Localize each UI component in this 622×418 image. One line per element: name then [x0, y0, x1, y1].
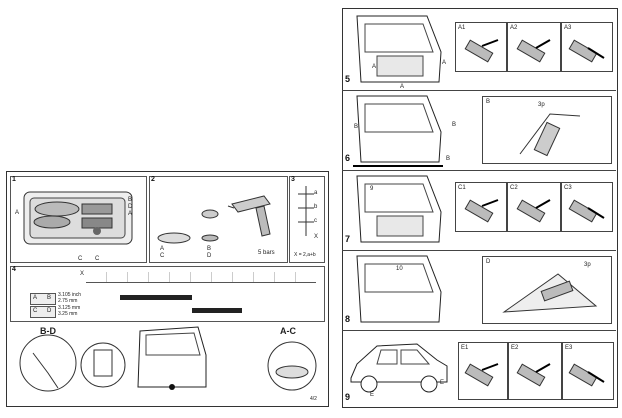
label-a: a: [314, 190, 318, 196]
label-a: A: [160, 246, 165, 252]
label-b: B: [207, 246, 212, 252]
ruler-strip: [86, 272, 316, 283]
label-x: X: [314, 234, 319, 240]
step-6-door-b2: B: [452, 122, 457, 128]
detail-circle-right: [267, 341, 317, 391]
panel-3: [289, 176, 325, 263]
formula-label: X = 2,a+b: [294, 252, 316, 258]
dim-1: 3.105 inch: [58, 292, 82, 298]
step-8-number: 8: [345, 314, 351, 324]
sub-c3: C3: [564, 185, 572, 191]
page-ref: 4/2: [310, 396, 317, 402]
row-b-label: B: [47, 295, 52, 301]
label-b: B: [128, 197, 133, 203]
nozzle-icon: [464, 363, 499, 387]
label-a2: A: [128, 211, 133, 217]
door-step-7: [356, 175, 442, 243]
angle-label: 3p: [538, 102, 545, 108]
panel-4: [10, 266, 325, 322]
sub-d: D: [486, 259, 491, 265]
door-outline: [137, 326, 207, 390]
panel-2: [149, 176, 288, 263]
nozzle-icon: [568, 199, 605, 223]
dim-2: 2.75 mm: [58, 298, 78, 304]
nozzle-angle-icon: [519, 113, 581, 157]
detail-label-b-d: B-D: [40, 326, 56, 336]
nozzle-icon: [464, 199, 499, 223]
step-5-door-a3: A: [400, 84, 405, 90]
detail-circle-mid: [80, 342, 126, 388]
step-6-number: 6: [345, 153, 351, 163]
bar-1: [120, 295, 192, 300]
label-a: A: [15, 210, 20, 216]
step-6-door-b1: B: [354, 124, 359, 130]
divider: [342, 90, 616, 91]
air-gun-and-nozzles: [157, 195, 271, 244]
label-d: D: [128, 204, 133, 210]
step-9-car-e2: E: [440, 380, 445, 386]
nozzle-icon: [516, 199, 551, 223]
row-d-label: D: [47, 308, 52, 314]
label-b: b: [314, 204, 318, 210]
row-a-label: A: [33, 295, 38, 301]
sub-b: B: [486, 99, 491, 105]
sub-e1: E1: [461, 345, 469, 351]
nozzle-icon: [516, 39, 551, 63]
step-5-number: 5: [345, 74, 351, 84]
step-7-number: 7: [345, 234, 351, 244]
label-c: C: [160, 253, 165, 259]
label-c: C: [78, 256, 83, 262]
step-9-car-e1: E: [370, 392, 375, 398]
pressure-label: 5 bars: [258, 250, 275, 256]
door-step-5: [356, 15, 442, 83]
label-c2: C: [95, 256, 100, 262]
sub-a1: A1: [458, 25, 466, 31]
step-8-door-label: 10: [396, 266, 403, 272]
panel-2-number: 2: [151, 176, 155, 183]
label-d: D: [207, 253, 212, 259]
row-c-label: C: [33, 308, 38, 314]
divider: [342, 330, 616, 331]
sub-e3: E3: [565, 345, 573, 351]
door-step-6: [353, 95, 443, 167]
sub-a2: A2: [510, 25, 518, 31]
measurement-diagram: [298, 186, 314, 236]
step-7-door-label: 9: [370, 186, 374, 192]
dim-4: 3.25 mm: [58, 311, 78, 317]
panel-1-number: 1: [12, 176, 16, 183]
car-step-9: [350, 343, 448, 393]
panel-1: [10, 176, 147, 263]
row-a: [30, 293, 56, 305]
sub-c1: C1: [458, 185, 466, 191]
sub-e2: E2: [511, 345, 519, 351]
nozzle-angle-icon: [502, 273, 598, 313]
step-5-door-a2: A: [442, 60, 447, 66]
nozzle-icon: [568, 363, 605, 387]
step-9-number: 9: [345, 392, 351, 402]
nozzle-icon: [568, 39, 605, 63]
divider: [342, 170, 616, 171]
row-c: [30, 306, 56, 318]
sub-e2-box: [508, 342, 562, 400]
detail-label-a-c: A-C: [280, 326, 296, 336]
nozzle-icon: [516, 363, 551, 387]
bar-2: [192, 308, 242, 313]
angle-label: 3p: [584, 262, 591, 268]
label-c: c: [314, 218, 317, 224]
nozzle-kit-case: [23, 191, 133, 245]
step-6-door-b3: B: [446, 156, 451, 162]
x-label: X: [80, 271, 85, 277]
step-5-door-a1: A: [372, 64, 377, 70]
divider: [342, 250, 616, 251]
panel-3-number: 3: [291, 176, 295, 183]
sub-a3: A3: [564, 25, 572, 31]
sub-c2: C2: [510, 185, 518, 191]
door-step-8: [356, 255, 442, 323]
dim-3: 3.125 mm: [58, 305, 81, 311]
detail-circle-left: [19, 334, 77, 392]
nozzle-icon: [464, 39, 499, 63]
panel-4-number: 4: [12, 266, 16, 273]
